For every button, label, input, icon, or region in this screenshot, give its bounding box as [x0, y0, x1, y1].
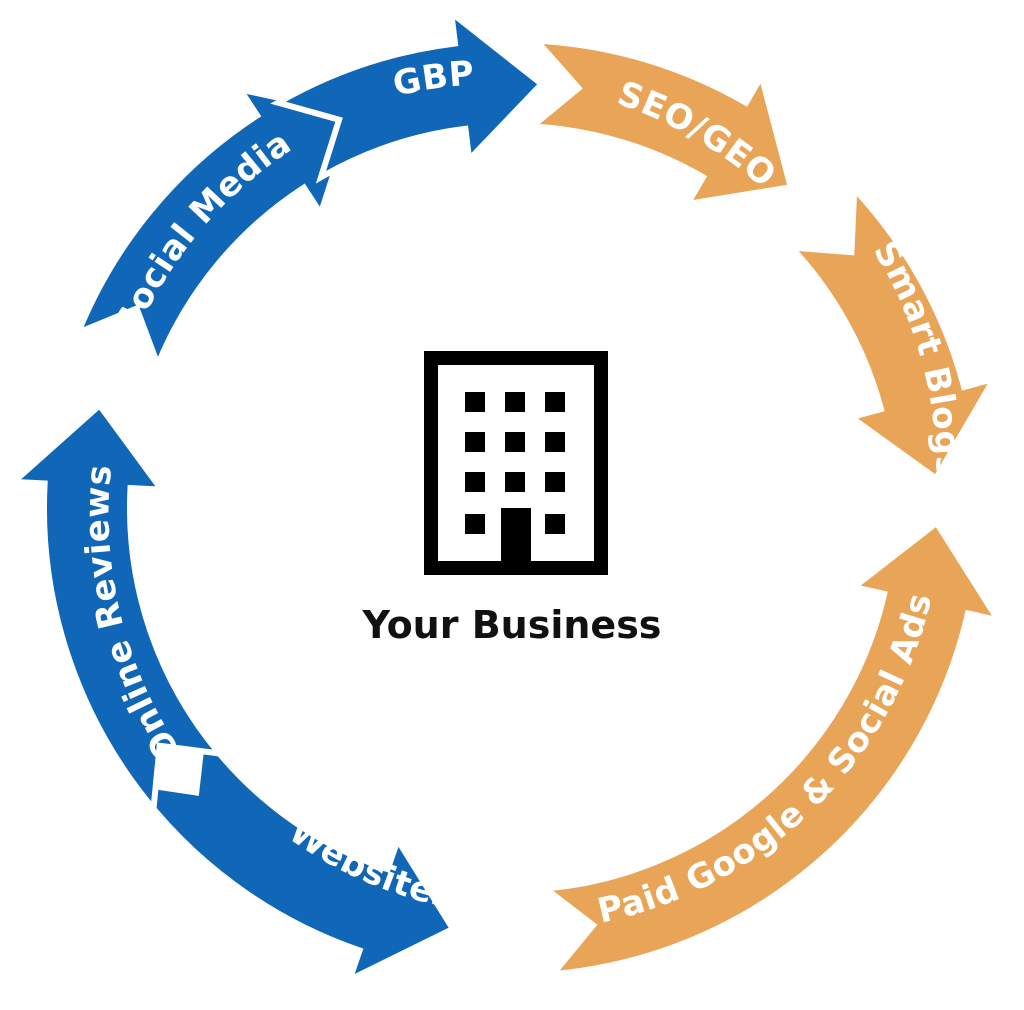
center-title: Your Business	[362, 603, 662, 647]
arrow-websites	[126, 724, 458, 986]
arrow-gbp	[270, 5, 547, 184]
arrow-smart-blogs	[783, 181, 1001, 483]
arrow-seo-geo	[524, 37, 795, 208]
arrow-online-reviews	[6, 400, 227, 817]
arrow-paid-ads	[537, 518, 1005, 978]
office-building-icon	[424, 351, 608, 575]
cycle-arrows	[6, 5, 1005, 986]
